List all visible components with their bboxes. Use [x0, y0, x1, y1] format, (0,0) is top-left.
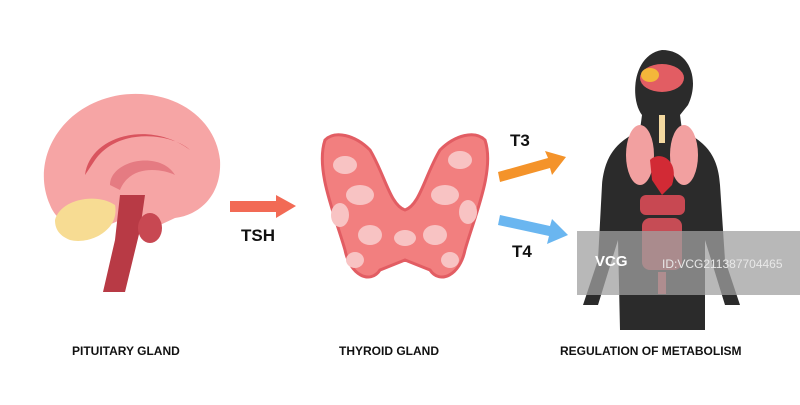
watermark-logo: VCG: [595, 253, 628, 270]
tsh-arrow: [230, 195, 296, 218]
thyroid-illustration: [320, 133, 490, 279]
thyroid-caption: THYROID GLAND: [339, 344, 439, 358]
metabolism-caption: REGULATION OF METABOLISM: [560, 344, 742, 358]
t3-label: T3: [510, 131, 530, 150]
brain-illustration: [43, 93, 221, 292]
t4-label: T4: [512, 242, 532, 261]
t4-arrow: [498, 215, 568, 244]
watermark-id: ID:VCG211387704465: [662, 257, 783, 271]
pituitary-caption: PITUITARY GLAND: [72, 344, 180, 358]
tsh-label: TSH: [241, 226, 275, 245]
watermark: VCG ID:VCG211387704465: [577, 231, 800, 295]
t3-arrow: [498, 151, 566, 182]
